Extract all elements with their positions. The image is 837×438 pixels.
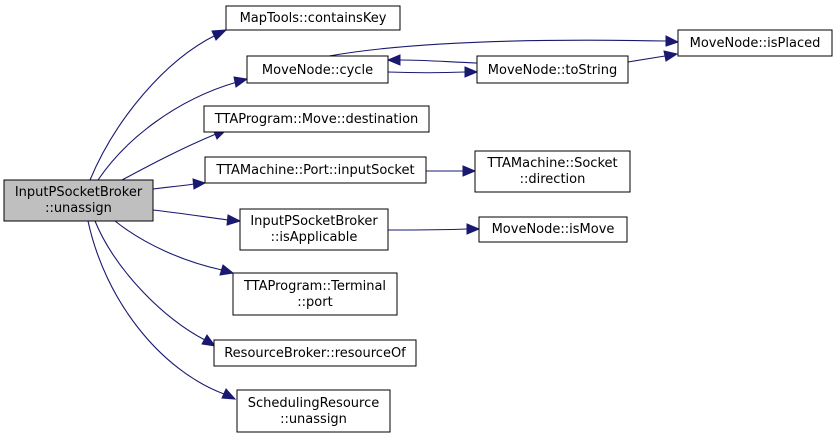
edge-unassign-to-resourceof [94,220,217,347]
edge-unassign-to-srunassign [87,220,237,400]
edge-unassign-to-containskey [89,29,228,181]
node-label: MoveNode::toString [488,63,617,78]
node-box [246,55,389,84]
node-label-line-1: InputPSocketBroker [250,214,378,229]
node-label-line-1: SchedulingResource [248,396,379,411]
node-box [677,29,833,57]
call-edges [87,29,680,400]
node-ttamachine-port-inputsocket[interactable]: TTAMachine::Port::inputSocket [204,156,427,184]
node-label: ResourceBroker::resourceOf [224,346,406,361]
edge-unassign-to-isapplicable [152,209,242,226]
node-label: MoveNode::cycle [262,63,373,78]
node-box [225,5,401,31]
node-label: TTAProgram::Move::destination [214,112,419,127]
node-box [3,179,154,222]
node-label-line-2: ::direction [520,172,586,187]
node-box [476,55,629,84]
node-label-line-2: ::port [297,295,332,310]
node-label-line-1: TTAMachine::Socket [486,156,617,171]
node-box [204,156,427,184]
node-schedulingresource-unassign[interactable]: SchedulingResource ::unassign [236,389,391,433]
node-label-line-2: ::unassign [45,201,112,216]
node-resourcebroker-resourceof[interactable]: ResourceBroker::resourceOf [213,339,417,367]
node-movenode-tostring[interactable]: MoveNode::toString [476,55,629,84]
node-label: MoveNode::isPlaced [690,36,821,51]
node-box [213,339,417,367]
edge-unassign-to-inputsocket [152,178,207,190]
node-inputpsocketbroker-unassign[interactable]: InputPSocketBroker ::unassign [3,179,154,222]
node-movenode-cycle[interactable]: MoveNode::cycle [246,55,389,84]
node-box [239,208,389,251]
node-maptools-containskey[interactable]: MapTools::containsKey [225,5,401,31]
node-box [236,389,391,433]
node-ttaprogram-move-destination[interactable]: TTAProgram::Move::destination [203,105,430,133]
node-movenode-isplaced[interactable]: MoveNode::isPlaced [677,29,833,57]
node-box [232,272,398,316]
node-label: MapTools::containsKey [240,11,387,26]
node-ttaprogram-terminal-port[interactable]: TTAProgram::Terminal ::port [232,272,398,316]
edge-unassign-to-port [114,220,235,276]
node-label: TTAMachine::Port::inputSocket [215,163,414,178]
node-label-line-1: TTAProgram::Terminal [243,279,386,294]
node-label-line-2: ::isApplicable [271,230,358,245]
node-inputpsocketbroker-isapplicable[interactable]: InputPSocketBroker ::isApplicable [239,208,389,251]
node-label: MoveNode::isMove [492,222,615,237]
node-ttamachine-socket-direction[interactable]: TTAMachine::Socket ::direction [474,150,631,193]
node-box [474,150,631,193]
node-box [203,105,430,133]
node-label-line-2: ::unassign [280,412,347,427]
edge-tostring-to-cycle [386,54,478,66]
node-movenode-ismove[interactable]: MoveNode::isMove [478,216,628,243]
edge-isapplicable-to-ismove [387,223,481,235]
edge-unassign-to-cycle [97,76,249,181]
edge-cycle-to-tostring [387,66,479,78]
edge-inputsocket-to-direction [425,165,477,177]
node-box [478,216,628,243]
edge-tostring-to-isplaced [627,50,679,63]
edge-cycle-to-isplaced [328,35,680,57]
node-label-line-1: InputPSocketBroker [15,185,143,200]
